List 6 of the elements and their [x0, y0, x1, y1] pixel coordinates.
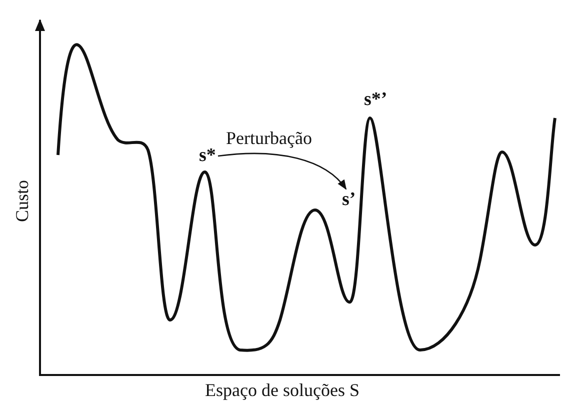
arrow	[218, 152, 347, 190]
axis-title: Espaço de soluções S	[205, 380, 360, 400]
point-label: s*’	[364, 90, 388, 110]
point-label: s*	[199, 146, 216, 166]
point-label: s’	[342, 190, 356, 210]
axis-title: Custo	[12, 180, 32, 222]
